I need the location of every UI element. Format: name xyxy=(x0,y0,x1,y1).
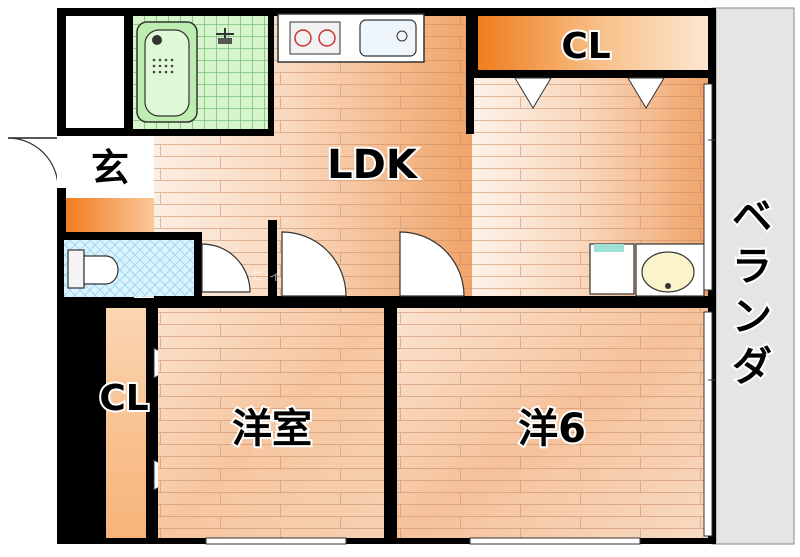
western-6-label: 洋6 xyxy=(518,406,586,452)
entrance-label: 玄 xyxy=(91,146,129,190)
toilet-room xyxy=(58,232,202,302)
bathroom-redraw xyxy=(133,16,268,129)
balcony-label: ベランダ xyxy=(730,192,774,392)
western-room: 洋室 xyxy=(158,308,384,538)
balcony-label-text: ベランダ xyxy=(732,194,772,390)
balcony xyxy=(711,7,795,545)
balcony-label-char: ベ xyxy=(732,194,772,240)
entrance: 玄 xyxy=(7,136,154,232)
western-6-room: 洋6 xyxy=(397,308,708,538)
washbasin xyxy=(589,243,705,297)
watermark-text: セ ィー 社 小 xyxy=(250,268,333,284)
balcony-label-char: ラ xyxy=(732,244,772,290)
balcony-windows xyxy=(703,83,716,537)
window-bottom-1 xyxy=(205,537,347,545)
door-western-6 xyxy=(399,231,465,297)
window-bottom-2 xyxy=(469,537,641,545)
closet-top-label: CL xyxy=(561,26,610,67)
ldk-label: LDK xyxy=(327,142,419,188)
kitchen-counter xyxy=(277,13,425,63)
balcony-label-char: ン xyxy=(732,294,772,340)
balcony-label-char: ダ xyxy=(732,344,772,390)
western-room-label: 洋室 xyxy=(232,406,312,452)
storage-top-left xyxy=(66,16,124,128)
closet-top: CL xyxy=(472,8,716,109)
closet-left-label: CL xyxy=(99,378,148,419)
toilet-fixture xyxy=(67,249,119,289)
toilet-door xyxy=(201,243,251,293)
door-western-room xyxy=(281,231,347,297)
